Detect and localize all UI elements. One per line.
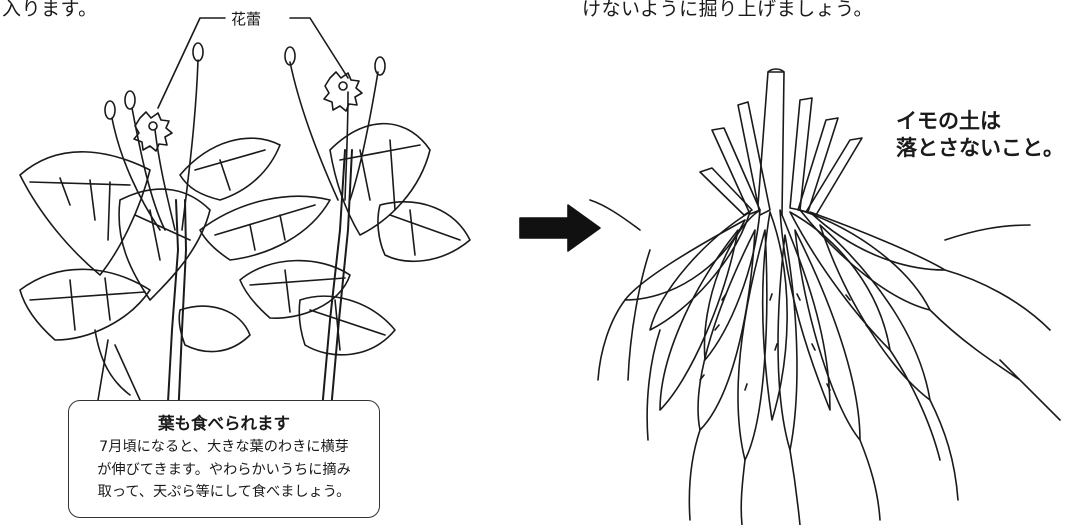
intro-text-right: けないように掘り上げましょう。 <box>582 0 873 20</box>
sweet-potato-tubers-icon <box>589 68 1061 525</box>
soil-note: イモの土は 落とさないこと。 <box>896 108 1064 162</box>
right-arrow-icon <box>519 204 601 252</box>
soil-note-line-1: イモの土は <box>896 109 1001 133</box>
callout-line: 7月頃になると、大きな葉のわきに横芽 <box>99 439 349 455</box>
soil-note-line-2: 落とさないこと。 <box>896 136 1064 160</box>
callout-title: 葉も食べられます <box>158 414 290 433</box>
callout-line: 取って、天ぷら等にして食べましょう。 <box>97 484 351 500</box>
callout-line: が伸びてきます。やわらかいうちに摘み <box>97 461 351 478</box>
intro-text-left: 入ります。 <box>2 0 98 20</box>
leaf-tip-callout: 葉も食べられます 7月頃になると、大きな葉のわきに横芽 が伸びてきます。やわらか… <box>68 400 380 518</box>
callout-body: 7月頃になると、大きな葉のわきに横芽 が伸びてきます。やわらかいうちに摘み 取っ… <box>69 436 379 504</box>
flower-bud-label: 花蕾 <box>228 8 265 29</box>
